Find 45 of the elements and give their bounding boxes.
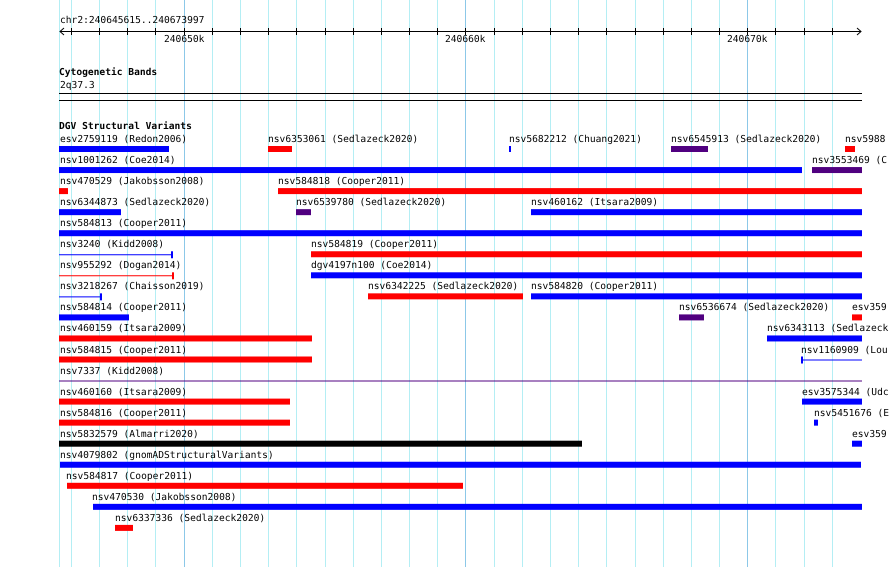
variant-label: nsv584818 (Cooper2011) [278,176,406,188]
variant-label: nsv460162 (Itsara2009) [531,197,658,210]
variant-label: nsv7337 (Kidd2008) [60,366,164,378]
coordinate-range: chr2:240645615..240673997 [60,15,204,27]
variant-label: nsv6342225 (Sedlazeck2020) [368,281,518,294]
variant-label: nsv3553469 (C [812,155,888,168]
variant-label: nsv584819 (Cooper2011) [311,239,438,252]
variant-label: nsv4079802 (gnomADStructuralVariants) [60,450,274,462]
variant-label: nsv6536674 (Sedlazeck2020) [679,302,830,314]
variant-label: nsv5451676 (E [814,408,890,420]
variant-label: nsv3218267 (Chaisson2019) [60,281,204,294]
track-title: DGV Structural Variants [59,121,192,133]
variant-label: dgv4197n100 (Coe2014) [311,260,432,272]
axis-tick-label: 240670k [727,34,768,46]
variant-label: nsv955292 (Dogan2014) [60,260,182,272]
variant-label: nsv3240 (Kidd2008) [60,239,164,252]
variant-label: nsv6545913 (Sedlazeck2020) [671,134,822,146]
axis-tick-label: 240650k [164,34,204,46]
variant-label: nsv5832579 (Almarri2020) [60,428,199,441]
variant-label: nsv6337336 (Sedlazeck2020) [115,512,266,525]
variant-label: nsv470529 (Jakobsson2008) [60,176,204,188]
variant-label: nsv470530 (Jakobsson2008) [92,492,236,504]
track-title: Cytogenetic Bands [59,67,158,79]
variant-label: nsv460160 (Itsara2009) [60,386,188,399]
variant-label: nsv6343113 (Sedlazeck [767,323,888,336]
variant-label: esv359 [852,302,887,314]
band-label: 2q37.3 [60,80,95,92]
variant-label: nsv584815 (Cooper2011) [60,344,188,356]
variant-label: esv3575344 (Udc [802,386,889,399]
variant-label: nsv5988 [845,134,886,146]
variant-label: nsv584813 (Cooper2011) [60,218,188,230]
variant-label: nsv5682212 (Chuang2021) [509,134,642,146]
variant-label: esv359 [852,428,887,441]
variant-label: nsv584816 (Cooper2011) [60,408,188,420]
variant-label: nsv584814 (Cooper2011) [60,302,188,314]
variant-label: nsv6539780 (Sedlazeck2020) [296,197,446,210]
variant-label: nsv1001262 (Coe2014) [60,155,176,168]
variant-label: esv2759119 (Redon2006) [60,134,188,146]
variant-label: nsv6344873 (Sedlazeck2020) [60,197,210,210]
variant-label: nsv584817 (Cooper2011) [66,470,194,483]
variant-label: nsv584820 (Cooper2011) [531,281,658,294]
axis-tick-label: 240660k [445,34,486,46]
variant-label: nsv1160909 (Lou [801,344,888,356]
variant-label: nsv6353061 (Sedlazeck2020) [268,134,418,146]
variant-label: nsv460159 (Itsara2009) [60,323,188,336]
